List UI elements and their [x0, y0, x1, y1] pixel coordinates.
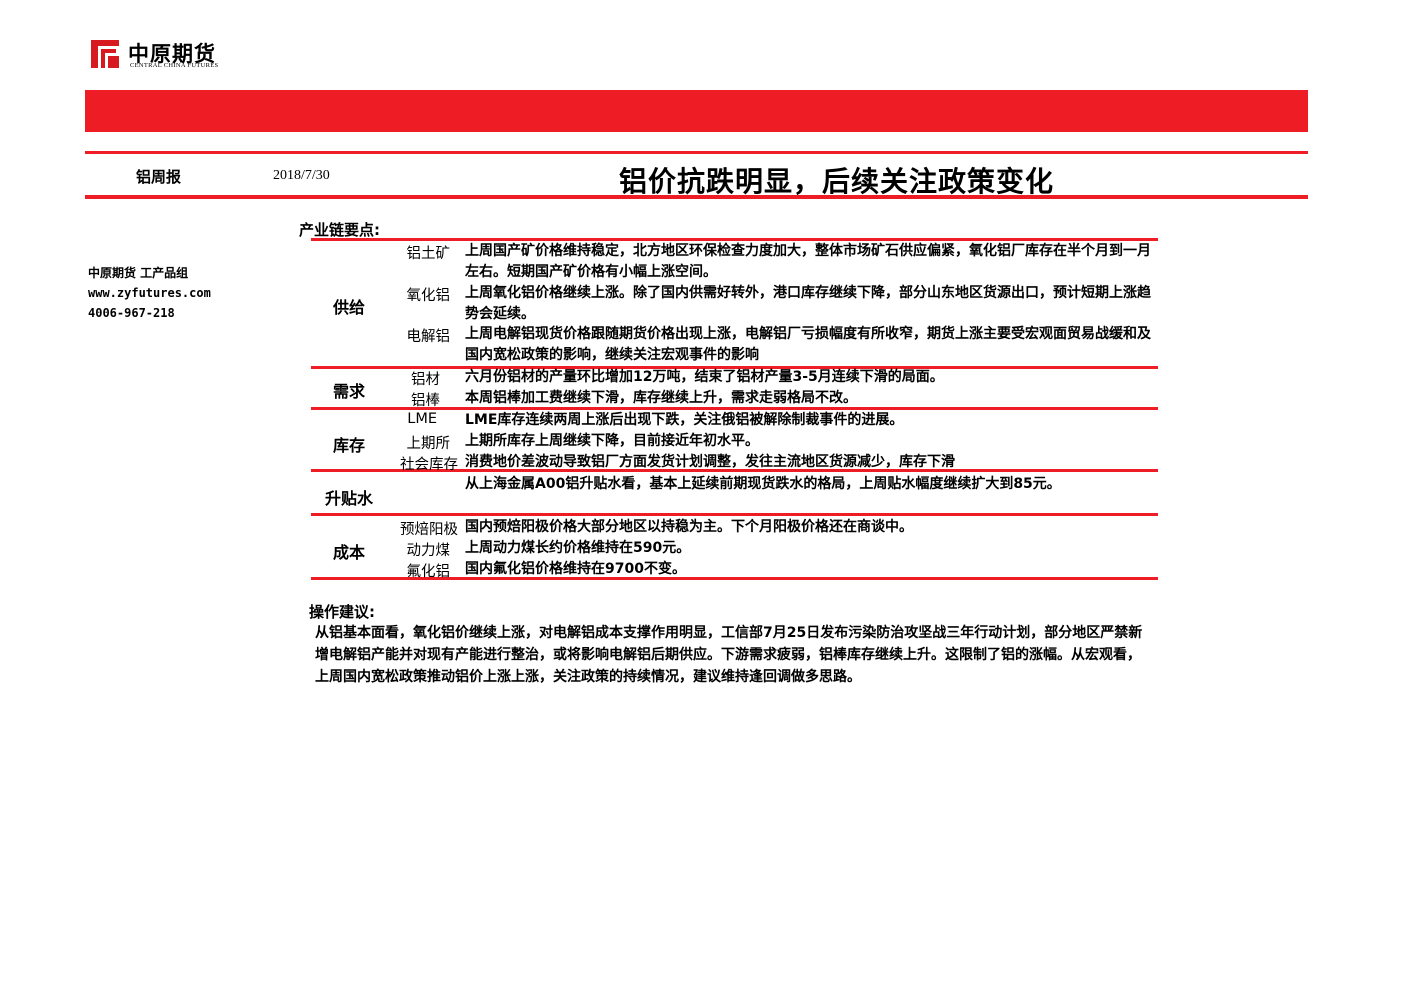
group-cost: 成本: [332, 543, 365, 562]
row-label-aluminium-products: 铝材: [411, 372, 440, 388]
company-logo: 中原期货 CENTRAL CHINA FUTURES: [88, 37, 228, 73]
row-label-lme: LME: [407, 411, 437, 427]
sidebar-website-link[interactable]: www.zyfutures.com: [88, 286, 211, 300]
group-supply: 供给: [332, 298, 365, 317]
row-label-alumina: 氧化铝: [406, 288, 451, 304]
table-rule: [311, 469, 1158, 472]
row-label-thermal-coal: 动力煤: [406, 543, 451, 559]
row-label-aluminium-rods: 铝棒: [411, 393, 440, 409]
row-text-thermal-coal: 上周动力煤长约价格维持在590元。: [465, 540, 691, 556]
row-text-social-inventory: 消费地价差波动导致铝厂方面发货计划调整，发往主流地区货源减少，库存下滑: [465, 454, 955, 470]
table-rule: [311, 513, 1158, 516]
table-rule: [311, 577, 1158, 580]
group-premium-discount: 升贴水: [324, 489, 373, 508]
row-text-aluminium-rods: 本周铝棒加工费继续下滑，库存继续上升，需求走弱格局不改。: [465, 390, 857, 406]
row-text-premium-discount: 从上海金属A00铝升贴水看，基本上延续前期现货跌水的格局，上周贴水幅度继续扩大到…: [465, 476, 1061, 492]
chain-section-title: 产业链要点:: [299, 221, 380, 239]
row-text-bauxite: 上周国产矿价格维持稳定，北方地区环保检查力度加大，整体市场矿石供应偏紧，氧化铝厂…: [465, 243, 1151, 280]
header-bottom-rule: [85, 195, 1308, 199]
table-rule: [311, 366, 1158, 369]
row-text-electrolytic-aluminium: 上周电解铝现货价格跟随期货价格出现上涨，电解铝厂亏损幅度有所收窄，期货上涨主要受…: [465, 326, 1151, 363]
report-date: 2018/7/30: [273, 168, 330, 183]
header-top-rule: [85, 151, 1308, 154]
advice-text: 从铝基本面看，氧化铝价继续上涨，对电解铝成本支撑作用明显，工信部7月25日发布污…: [315, 625, 1143, 685]
row-text-shfe: 上期所库存上周继续下降，目前接近年初水平。: [465, 433, 759, 449]
row-label-prebaked-anode: 预焙阳极: [400, 522, 458, 538]
sidebar-org: 中原期货 工产品组: [88, 266, 189, 280]
row-text-lme: LME库存连续两周上涨后出现下跌，关注俄铝被解除制裁事件的进展。: [465, 412, 904, 428]
table-rule: [311, 407, 1158, 410]
header-red-band: [85, 90, 1308, 132]
row-text-alumina: 上周氧化铝价格继续上涨。除了国内供需好转外，港口库存继续下降，部分山东地区货源出…: [465, 285, 1151, 322]
group-inventory: 库存: [332, 436, 365, 455]
logo-mark-icon: [88, 37, 122, 71]
row-text-prebaked-anode: 国内预焙阳极价格大部分地区以持稳为主。下个月阳极价格还在商谈中。: [465, 519, 913, 535]
row-label-electrolytic-aluminium: 电解铝: [406, 329, 451, 345]
row-label-shfe: 上期所: [406, 436, 451, 452]
row-label-aluminium-fluoride: 氟化铝: [406, 564, 451, 580]
row-label-social-inventory: 社会库存: [400, 457, 458, 473]
row-label-bauxite: 铝土矿: [406, 246, 451, 262]
group-demand: 需求: [332, 382, 365, 401]
logo-english-text: CENTRAL CHINA FUTURES: [130, 62, 219, 69]
sidebar-phone: 4006-967-218: [88, 306, 175, 320]
advice-title: 操作建议:: [309, 603, 375, 621]
row-text-aluminium-fluoride: 国内氟化铝价格维持在9700不变。: [465, 561, 686, 577]
report-type: 铝周报: [136, 168, 182, 186]
page-title: 铝价抗跌明显，后续关注政策变化: [619, 165, 1055, 198]
row-text-aluminium-products: 六月份铝材的产量环比增加12万吨，结束了铝材产量3-5月连续下滑的局面。: [465, 369, 944, 385]
table-rule: [311, 238, 1158, 241]
logo-chinese-text: 中原期货: [128, 42, 216, 66]
